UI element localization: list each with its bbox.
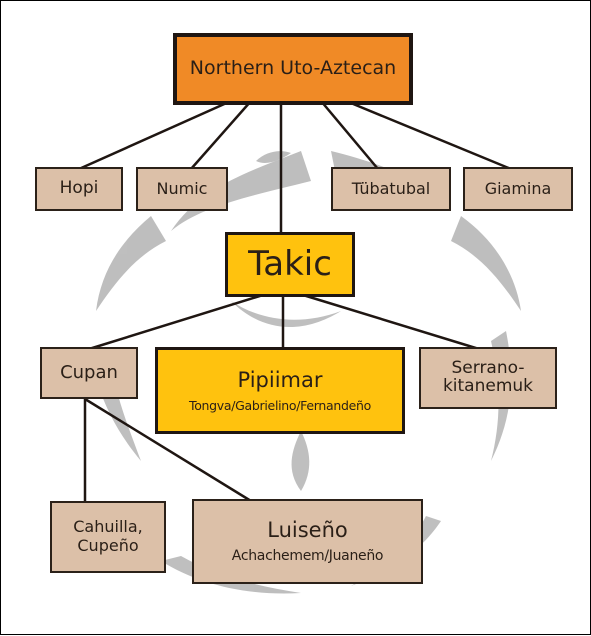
node-cahuilla-cupeno: Cahuilla, Cupeño xyxy=(50,501,166,573)
node-serrano-kitanemuk: Serrano- kitanemuk xyxy=(419,347,557,409)
connector-lines xyxy=(78,99,512,503)
dolphin-shape-4 xyxy=(451,216,521,311)
node-label: Luiseño xyxy=(267,518,348,543)
node-label: Hopi xyxy=(59,178,99,199)
node-label-line1: Serrano- xyxy=(451,358,525,379)
node-label: Giamina xyxy=(484,178,552,198)
node-northern-uto-aztecan: Northern Uto-Aztecan xyxy=(173,33,413,105)
link-cupan-luiseno xyxy=(84,397,252,503)
dolphin-shape-10 xyxy=(231,301,341,328)
link-root-tubatubal xyxy=(320,100,379,170)
node-label: Cupan xyxy=(60,361,118,383)
node-label: Takic xyxy=(248,243,332,284)
link-takic-serrano xyxy=(302,293,480,351)
link-root-giamina xyxy=(345,99,512,171)
link-takic-cupan xyxy=(88,293,264,351)
node-cupan: Cupan xyxy=(40,347,138,399)
node-label-line2: kitanemuk xyxy=(442,376,534,396)
node-label: Numic xyxy=(156,178,208,198)
node-hopi: Hopi xyxy=(35,167,123,211)
link-root-numic xyxy=(190,100,252,170)
dolphin-shape-3 xyxy=(96,216,166,311)
node-label: Pipiimar xyxy=(237,367,323,392)
node-giamina: Giamina xyxy=(463,167,573,211)
node-label: Tübatubal xyxy=(351,178,431,198)
link-root-hopi xyxy=(78,99,232,171)
dolphin-shape-1 xyxy=(171,151,311,231)
node-takic: Takic xyxy=(225,232,355,297)
node-tubatubal: Tübatubal xyxy=(331,167,451,211)
node-sublabel: Tongva/Gabrielino/Fernandeño xyxy=(188,397,371,413)
node-numic: Numic xyxy=(136,167,228,211)
node-label: Northern Uto-Aztecan xyxy=(189,57,397,80)
node-sublabel: Achachemem/Juaneño xyxy=(231,548,384,565)
node-label-line2: Cupeño xyxy=(77,536,139,555)
dolphin-shape-9 xyxy=(291,431,310,491)
node-luiseno: Luiseño Achachemem/Juaneño xyxy=(192,499,423,584)
node-pipiimar: Pipiimar Tongva/Gabrielino/Fernandeño xyxy=(155,347,405,434)
node-label-line1: Cahuilla, xyxy=(73,517,143,537)
